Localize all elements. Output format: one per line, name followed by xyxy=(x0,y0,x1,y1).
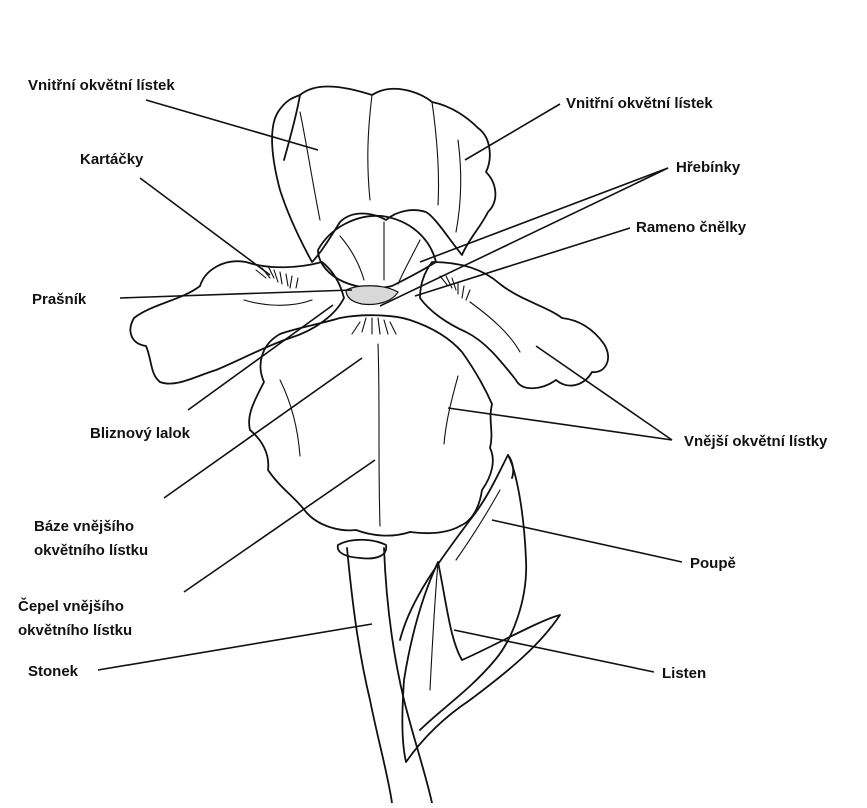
label-brushes: Kartáčky xyxy=(80,151,144,168)
label-bract: Listen xyxy=(662,665,706,682)
leader-inner-right xyxy=(465,104,560,160)
leader-anther xyxy=(120,290,352,298)
leader-bract xyxy=(454,630,654,672)
label-outer-base-line2: okvětního lístku xyxy=(34,542,148,559)
leader-stem xyxy=(98,624,372,670)
leader-inner-left xyxy=(146,100,318,150)
label-outer-blade-line1: Čepel vnějšího xyxy=(18,597,124,615)
leader-outer-petals-1 xyxy=(448,408,672,440)
leader-bud xyxy=(492,520,682,562)
leader-brushes xyxy=(140,178,270,275)
leader-crests-1 xyxy=(420,168,668,262)
label-outer-blade-line2: okvětního lístku xyxy=(18,622,132,639)
leader-lines xyxy=(98,100,682,672)
label-outer-petals: Vnější okvětní lístky xyxy=(684,433,828,450)
label-bud: Poupě xyxy=(690,555,736,572)
labels: Vnitřní okvětní lístek Vnitřní okvětní l… xyxy=(18,77,828,682)
label-stem: Stonek xyxy=(28,663,79,680)
left-fall xyxy=(130,261,344,383)
label-outer-base-line1: Báze vnějšího xyxy=(34,518,134,535)
label-crests: Hřebínky xyxy=(676,159,741,176)
leader-outer-blade xyxy=(184,460,375,592)
label-inner-petal-right: Vnitřní okvětní lístek xyxy=(566,95,713,112)
label-anther: Prašník xyxy=(32,291,87,308)
flower-bud xyxy=(400,455,526,730)
label-stigma-lobe: Bliznový lalok xyxy=(90,425,191,442)
label-inner-petal-left: Vnitřní okvětní lístek xyxy=(28,77,175,94)
label-style-arm: Rameno čnělky xyxy=(636,219,747,236)
leader-outer-petals-2 xyxy=(536,346,672,440)
bract xyxy=(402,562,560,762)
front-fall xyxy=(249,315,493,535)
stem xyxy=(338,540,432,803)
